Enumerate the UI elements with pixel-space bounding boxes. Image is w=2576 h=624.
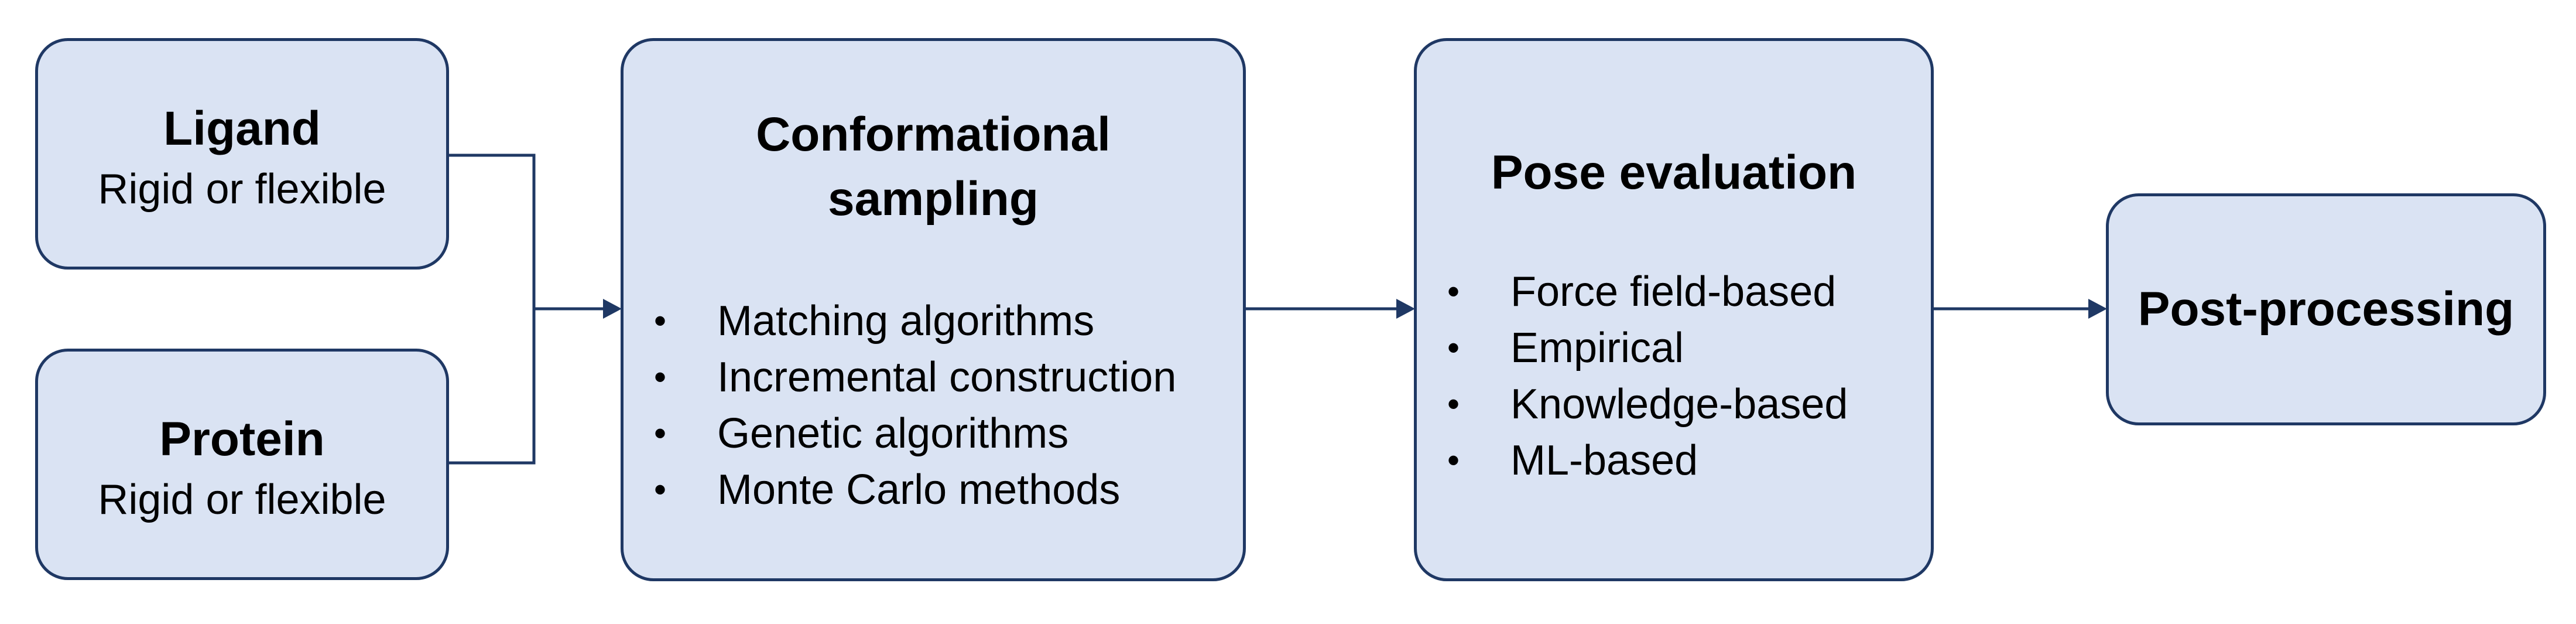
- protein-connector: [448, 309, 536, 465]
- bullet-icon: •: [1447, 272, 1460, 311]
- arrow-to-evaluation: [1245, 299, 1415, 319]
- bullet-icon: •: [654, 414, 667, 453]
- list-item: •Matching algorithms: [624, 293, 1176, 349]
- bullet-icon: •: [1447, 441, 1460, 480]
- list-item: •Monte Carlo methods: [624, 462, 1176, 518]
- bullet-icon: •: [654, 357, 667, 397]
- arrow-to-sampling: [534, 299, 622, 319]
- list-item: •Knowledge-based: [1417, 376, 1848, 432]
- protein-title: Protein: [159, 412, 325, 466]
- conformational-sampling-box: Conformational sampling •Matching algori…: [621, 38, 1246, 581]
- bullet-icon: •: [1447, 384, 1460, 424]
- sampling-title-line2: sampling: [828, 172, 1039, 226]
- arrow-to-post-processing: [1933, 299, 2107, 319]
- list-item: •ML-based: [1417, 432, 1848, 489]
- list-item: •Empirical: [1417, 320, 1848, 376]
- ligand-subtitle: Rigid or flexible: [98, 166, 386, 213]
- list-item: •Genetic algorithms: [624, 405, 1176, 462]
- ligand-title: Ligand: [163, 102, 321, 155]
- sampling-title-line1: Conformational: [756, 108, 1111, 161]
- bullet-icon: •: [654, 470, 667, 509]
- list-item: •Incremental construction: [624, 349, 1176, 405]
- evaluation-title: Pose evaluation: [1491, 146, 1857, 199]
- bullet-icon: •: [1447, 328, 1460, 367]
- list-item: •Force field-based: [1417, 264, 1848, 320]
- pose-evaluation-box: Pose evaluation •Force field-based •Empi…: [1414, 38, 1934, 581]
- protein-box: Protein Rigid or flexible: [35, 349, 449, 580]
- ligand-box: Ligand Rigid or flexible: [35, 38, 449, 270]
- evaluation-methods-list: •Force field-based •Empirical •Knowledge…: [1417, 264, 1848, 489]
- sampling-methods-list: •Matching algorithms •Incremental constr…: [624, 293, 1176, 518]
- ligand-connector: [448, 154, 536, 309]
- post-processing-box: Post-processing: [2106, 193, 2546, 425]
- bullet-icon: •: [654, 301, 667, 340]
- post-processing-title: Post-processing: [2137, 282, 2515, 336]
- protein-subtitle: Rigid or flexible: [98, 476, 386, 523]
